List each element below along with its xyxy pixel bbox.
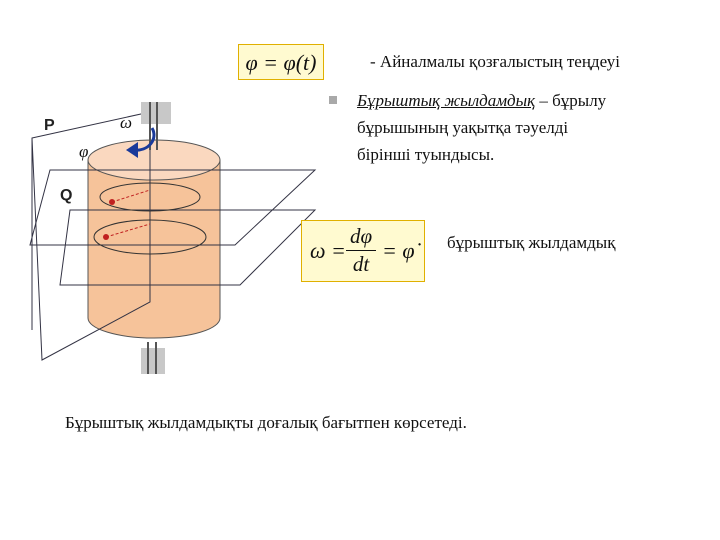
plane-q-lower [59,209,317,286]
plane-q-label: Q [60,187,72,204]
point-lower [103,234,109,240]
angular-velocity-label: бұрыштық жылдамдық [447,233,616,252]
section-circle-lower [93,219,207,255]
formula-fraction: dφ dt [346,224,376,277]
formula-rhs: = φ̇ [382,238,415,263]
bullet-icon [329,96,337,104]
angular-velocity-formula: ω = dφ dt = φ̇ [301,220,425,282]
point-upper [109,199,115,205]
cylinder-body [87,159,221,339]
radius-lower [105,223,151,238]
definition-line-2: бұрышының уақытқа тәуелді [357,118,569,137]
phi-symbol: φ [79,142,88,161]
caption: Бұрыштық жылдамдықты доғалық бағытпен кө… [65,413,467,432]
section-circle-upper [99,182,201,212]
definition-term: Бұрыштық жылдамдық [357,91,536,110]
page-title: - Айналмалы қозғалыстың теңдеуі [370,52,620,71]
plane-p-label: P [44,117,55,134]
omega-symbol: ω [120,113,132,132]
definition-line-3: бірінші туындысы. [357,145,495,164]
plane-q-upper [29,169,317,246]
formula-denominator: dt [352,252,370,276]
formula-lhs: ω = [310,238,346,263]
plane-p [31,111,151,361]
definition-line-1: Бұрыштық жылдамдық – бұрылу [357,91,606,111]
cylinder-top [87,139,221,181]
rotation-arrow-head-icon [126,142,138,158]
radius-upper [111,189,151,203]
fraction-bar [346,250,376,251]
definition-line-1-rest: – бұрылу [535,91,607,110]
rotation-equation: φ = φ(t) [238,44,324,80]
axis-bottom [141,348,165,374]
formula-numerator: dφ [349,224,373,248]
